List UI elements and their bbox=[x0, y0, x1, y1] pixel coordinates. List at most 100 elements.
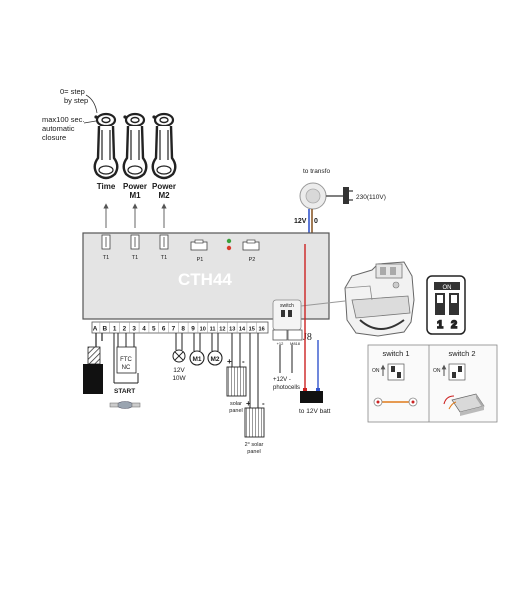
solar2-label-2: panel bbox=[247, 449, 260, 455]
power-m1-label-2: M1 bbox=[129, 191, 141, 200]
power-m1-knob[interactable] bbox=[122, 112, 148, 180]
switch2-solar-icon bbox=[443, 393, 485, 416]
solar2-label-1: 2° solar bbox=[245, 442, 264, 448]
switch1-title: switch 1 bbox=[382, 349, 409, 358]
trimmer-t1-c[interactable] bbox=[159, 234, 169, 250]
trimmer-label-2: T1 bbox=[132, 255, 138, 261]
terminal-label-a[interactable]: A bbox=[93, 326, 98, 333]
button-label-p2: P2 bbox=[249, 257, 256, 263]
switch-settings-panel: switch 1 switch 2 ON ON bbox=[367, 344, 498, 423]
motor-m2-icon: M2 bbox=[207, 350, 223, 366]
solar-panel-1 bbox=[226, 366, 247, 397]
terminal-label-12[interactable]: 12 bbox=[219, 327, 225, 333]
switch1-loop-icon bbox=[373, 397, 418, 407]
trimmer-label-1: T1 bbox=[103, 255, 109, 261]
photocells-label-1: +12V - bbox=[273, 377, 291, 383]
mains-plug bbox=[343, 187, 349, 204]
switch1-mini-dip bbox=[387, 363, 405, 381]
power-m2-label-1: Power bbox=[152, 182, 176, 191]
connector-j8-a[interactable] bbox=[272, 329, 288, 341]
device-photo bbox=[344, 261, 415, 337]
terminal-label-2[interactable]: 2 bbox=[123, 326, 127, 333]
terminal-label-16[interactable]: 16 bbox=[258, 327, 264, 333]
switch2-title: switch 2 bbox=[448, 349, 475, 358]
power-m2-label-2: M2 bbox=[158, 191, 170, 200]
motor-m1-label: M1 bbox=[192, 356, 201, 363]
terminal-label-7[interactable]: 7 bbox=[172, 326, 176, 333]
motor-m1-icon: M1 bbox=[189, 350, 205, 366]
terminal-label-13[interactable]: 13 bbox=[229, 327, 235, 333]
terminal-label-b[interactable]: B bbox=[102, 326, 107, 333]
connector-j8-label: J8 bbox=[303, 332, 312, 343]
battery-label: to 12V batt bbox=[299, 408, 331, 415]
switch-callout-line bbox=[300, 300, 346, 307]
power-m2-knob[interactable] bbox=[151, 112, 177, 180]
solar1-label-1: solar bbox=[230, 401, 242, 407]
ftc-label: FTC bbox=[120, 357, 132, 363]
solar-panel-2 bbox=[244, 407, 265, 438]
button-label-p1: P1 bbox=[197, 257, 204, 263]
switch2-on: ON bbox=[433, 368, 441, 374]
mains-label: 230(110V) bbox=[356, 194, 386, 201]
terminal-label-5[interactable]: 5 bbox=[152, 326, 156, 333]
terminal-label-3[interactable]: 3 bbox=[132, 326, 136, 333]
note-leader-2 bbox=[83, 120, 97, 124]
dip-on-label: ON bbox=[443, 285, 452, 291]
note-step: 0= step bbox=[60, 87, 85, 96]
transformer-group: to transfo 230(110V) 12V 0 bbox=[294, 168, 386, 244]
switch-small-label-1: +12 bbox=[277, 341, 285, 346]
dip-switch-2[interactable] bbox=[449, 293, 459, 315]
lamp-icon bbox=[172, 349, 186, 363]
note-max-2: automatic bbox=[42, 124, 75, 133]
dip-switch-1[interactable] bbox=[435, 293, 445, 315]
terminal-label-14[interactable]: 14 bbox=[239, 327, 246, 333]
board-title: CTH44 bbox=[178, 270, 232, 289]
time-knob[interactable] bbox=[93, 112, 119, 180]
lamp-label-2: 10W bbox=[172, 375, 186, 382]
trimmer-label-3: T1 bbox=[161, 255, 167, 261]
led-red bbox=[226, 245, 232, 251]
v12-label: 12V bbox=[294, 218, 307, 225]
power-m1-label-1: Power bbox=[123, 182, 147, 191]
photocells-label-2: photocells bbox=[273, 385, 300, 391]
board-switch-box[interactable]: switch bbox=[272, 299, 302, 331]
nc-label: NC bbox=[122, 365, 131, 371]
terminal-label-6[interactable]: 6 bbox=[162, 326, 166, 333]
trimmer-t1-a[interactable] bbox=[101, 234, 111, 250]
battery-icon bbox=[300, 391, 323, 403]
to-transfo-label: to transfo bbox=[303, 168, 330, 175]
wiring-group: FTC NC START 12V 10W M1 bbox=[83, 244, 331, 455]
terminal-label-11[interactable]: 11 bbox=[210, 327, 216, 333]
dip-digit-1: 1 bbox=[437, 319, 443, 331]
dip-switch-zoom[interactable]: ON 1 2 bbox=[426, 275, 466, 335]
remote-key-icon bbox=[109, 401, 141, 409]
note-step-2: by step bbox=[64, 96, 88, 105]
motor-m2-label: M2 bbox=[210, 356, 219, 363]
antenna-cable bbox=[87, 346, 101, 365]
potentiometer-group: 0= step by step max100 sec. automatic cl… bbox=[42, 87, 177, 228]
solar2-plus: + bbox=[246, 399, 251, 408]
trimmer-t1-b[interactable] bbox=[130, 234, 140, 250]
solar2-minus: - bbox=[262, 399, 265, 408]
terminal-label-9[interactable]: 9 bbox=[191, 326, 195, 333]
antenna-block bbox=[83, 364, 103, 394]
switch-small-label-2: M818 bbox=[290, 341, 301, 346]
start-label: START bbox=[114, 388, 135, 395]
terminal-label-4[interactable]: 4 bbox=[142, 326, 146, 333]
terminal-label-8[interactable]: 8 bbox=[181, 326, 185, 333]
note-max-1: max100 sec. bbox=[42, 115, 85, 124]
time-label: Time bbox=[97, 182, 116, 191]
solar1-plus: + bbox=[227, 357, 232, 366]
lamp-label-1: 12V bbox=[173, 367, 185, 374]
solar1-label-2: panel bbox=[229, 408, 242, 414]
connector-j8-b[interactable] bbox=[287, 329, 303, 341]
switch1-on: ON bbox=[372, 368, 380, 374]
terminal-label-1[interactable]: 1 bbox=[113, 326, 117, 333]
terminal-label-10[interactable]: 10 bbox=[200, 327, 206, 333]
terminal-label-15[interactable]: 15 bbox=[249, 327, 255, 333]
switch-box-label: switch bbox=[280, 303, 294, 309]
note-max-3: closure bbox=[42, 133, 66, 142]
zero-label: 0 bbox=[314, 218, 318, 225]
